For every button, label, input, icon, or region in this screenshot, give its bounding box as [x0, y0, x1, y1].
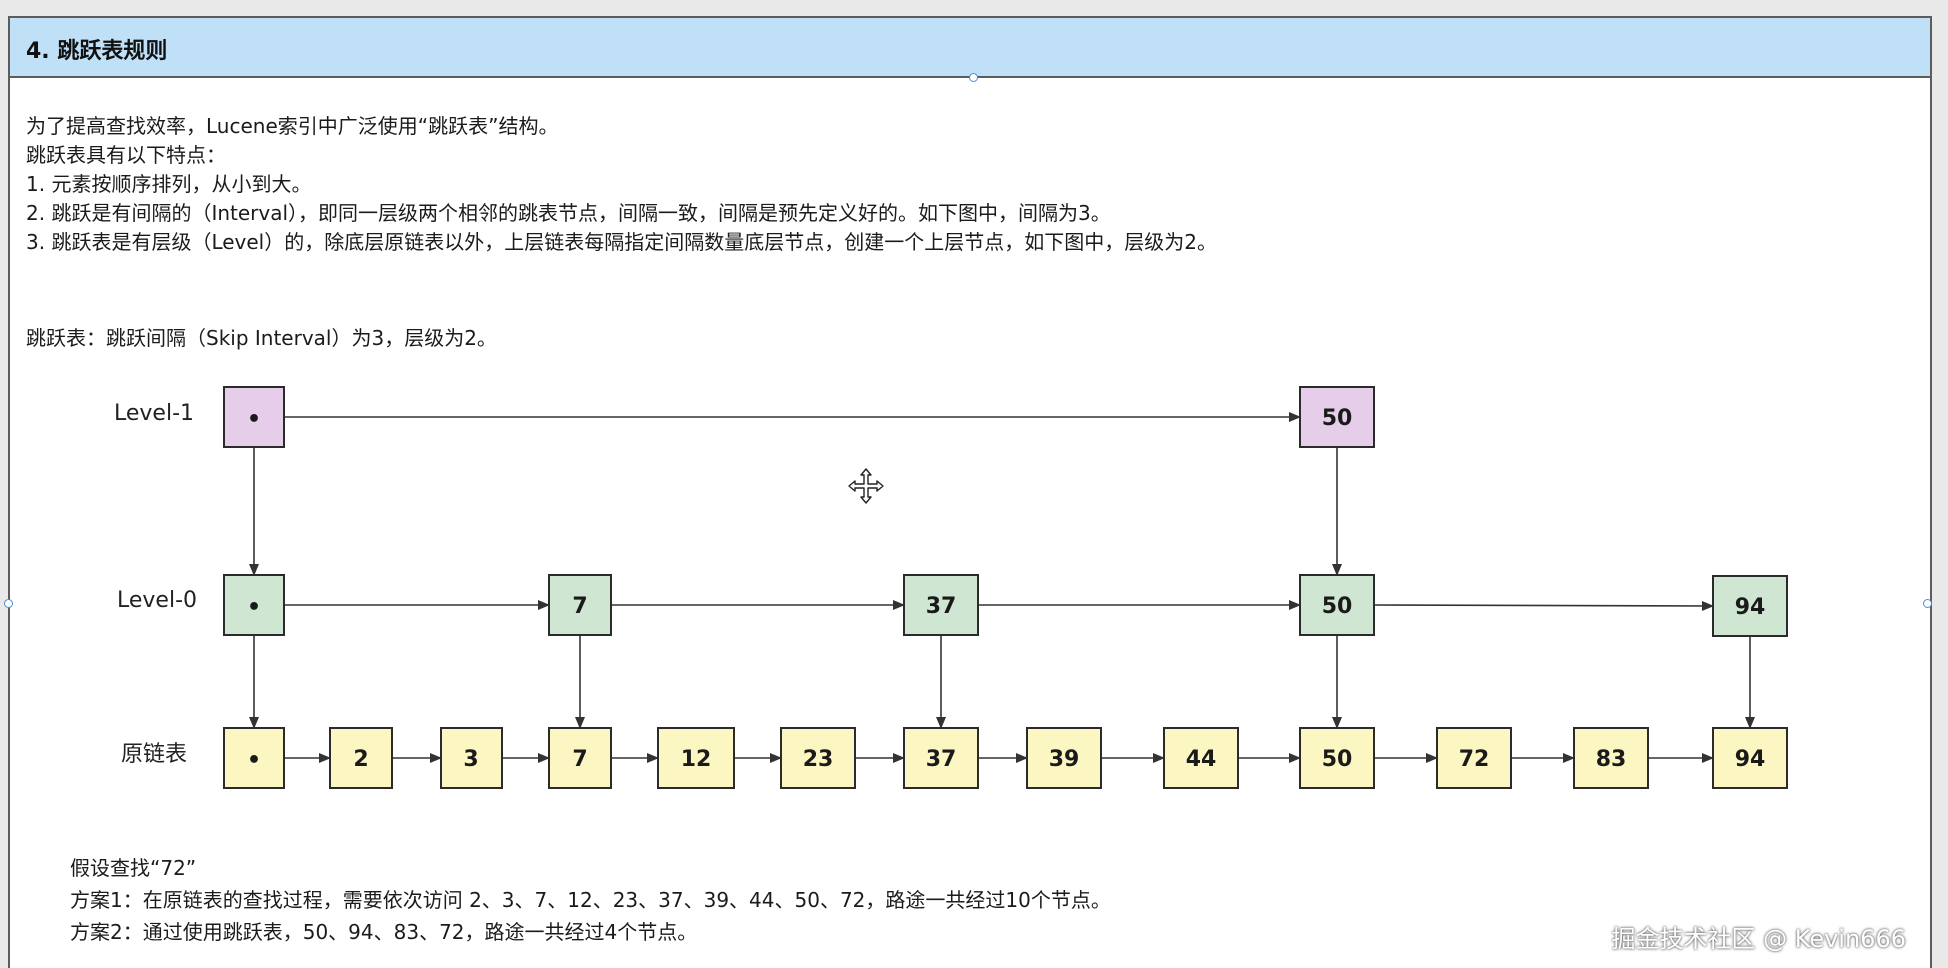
node-base-94: 94	[1712, 727, 1788, 789]
node-label: 7	[572, 594, 587, 619]
node-level0-7: 7	[548, 574, 612, 636]
skip-list-diagram: Level-1 Level-0 原链表 •	[114, 386, 1788, 789]
node-label: 7	[572, 747, 587, 772]
node-level0-94: 94	[1712, 575, 1788, 637]
node-label: 3	[463, 747, 478, 772]
node-base-12: 12	[657, 727, 735, 789]
slide-frame: 4. 跳跃表规则 为了提高查找效率，Lucene索引中广泛使用“跳跃表”结构。 …	[4, 16, 1932, 968]
node-label: 83	[1596, 747, 1627, 772]
node-base-7: 7	[548, 727, 612, 789]
node-base-2: 2	[329, 727, 393, 789]
intro-line-5: 3. 跳跃表是有层级（Level）的，除底层原链表以外，上层链表每隔指定间隔数量…	[26, 230, 1217, 254]
search-plan-1: 方案1：在原链表的查找过程，需要依次访问 2、3、7、12、23、37、39、4…	[70, 888, 1111, 912]
node-base-head: •	[223, 727, 285, 789]
level-label-0: Level-0	[117, 588, 197, 613]
node-label: 23	[803, 747, 834, 772]
node-level1-50: 50	[1299, 386, 1375, 448]
node-label: 50	[1322, 747, 1353, 772]
node-base-83: 83	[1573, 727, 1649, 789]
node-level0-head: •	[223, 574, 285, 636]
intro-line-1: 为了提高查找效率，Lucene索引中广泛使用“跳跃表”结构。	[26, 114, 559, 138]
node-label: 72	[1459, 747, 1490, 772]
search-plan-2: 方案2：通过使用跳跃表，50、94、83、72，路途一共经过4个节点。	[70, 920, 698, 944]
resize-handle-left[interactable]	[4, 599, 13, 608]
node-label: 2	[353, 747, 368, 772]
move-cursor-icon[interactable]	[846, 466, 886, 506]
diagram-caption: 跳跃表：跳跃间隔（Skip Interval）为3，层级为2。	[26, 326, 497, 350]
level-label-base: 原链表	[121, 742, 187, 767]
node-label: 39	[1049, 747, 1080, 772]
watermark: 掘金技术社区 @ Kevin666	[1611, 925, 1906, 953]
node-label: •	[247, 407, 261, 432]
node-label: 94	[1735, 595, 1766, 620]
section-title: 4. 跳跃表规则	[26, 39, 168, 64]
node-label: 37	[926, 594, 957, 619]
node-label: 94	[1735, 747, 1766, 772]
node-label: 44	[1186, 747, 1217, 772]
intro-line-3: 1. 元素按顺序排列，从小到大。	[26, 172, 312, 196]
node-label: 50	[1322, 406, 1353, 431]
intro-line-2: 跳跃表具有以下特点：	[26, 143, 226, 167]
node-label: 50	[1322, 594, 1353, 619]
level-label-1: Level-1	[114, 401, 194, 426]
node-base-44: 44	[1163, 727, 1239, 789]
node-label: •	[247, 595, 261, 620]
resize-handle-right[interactable]	[1923, 599, 1932, 608]
arrow	[1373, 600, 1714, 611]
node-label: 37	[926, 747, 957, 772]
node-label: 12	[681, 747, 712, 772]
node-level1-head: •	[223, 386, 285, 448]
node-level0-50: 50	[1299, 574, 1375, 636]
search-title: 假设查找“72”	[70, 856, 197, 880]
node-base-23: 23	[780, 727, 856, 789]
resize-handle-top[interactable]	[969, 73, 978, 82]
node-base-50: 50	[1299, 727, 1375, 789]
node-base-72: 72	[1436, 727, 1512, 789]
node-level0-37: 37	[903, 574, 979, 636]
node-base-3: 3	[440, 727, 503, 789]
node-base-39: 39	[1026, 727, 1102, 789]
intro-line-4: 2. 跳跃是有间隔的（Interval），即同一层级两个相邻的跳表节点，间隔一致…	[26, 201, 1111, 225]
node-label: •	[247, 748, 261, 773]
node-base-37: 37	[903, 727, 979, 789]
